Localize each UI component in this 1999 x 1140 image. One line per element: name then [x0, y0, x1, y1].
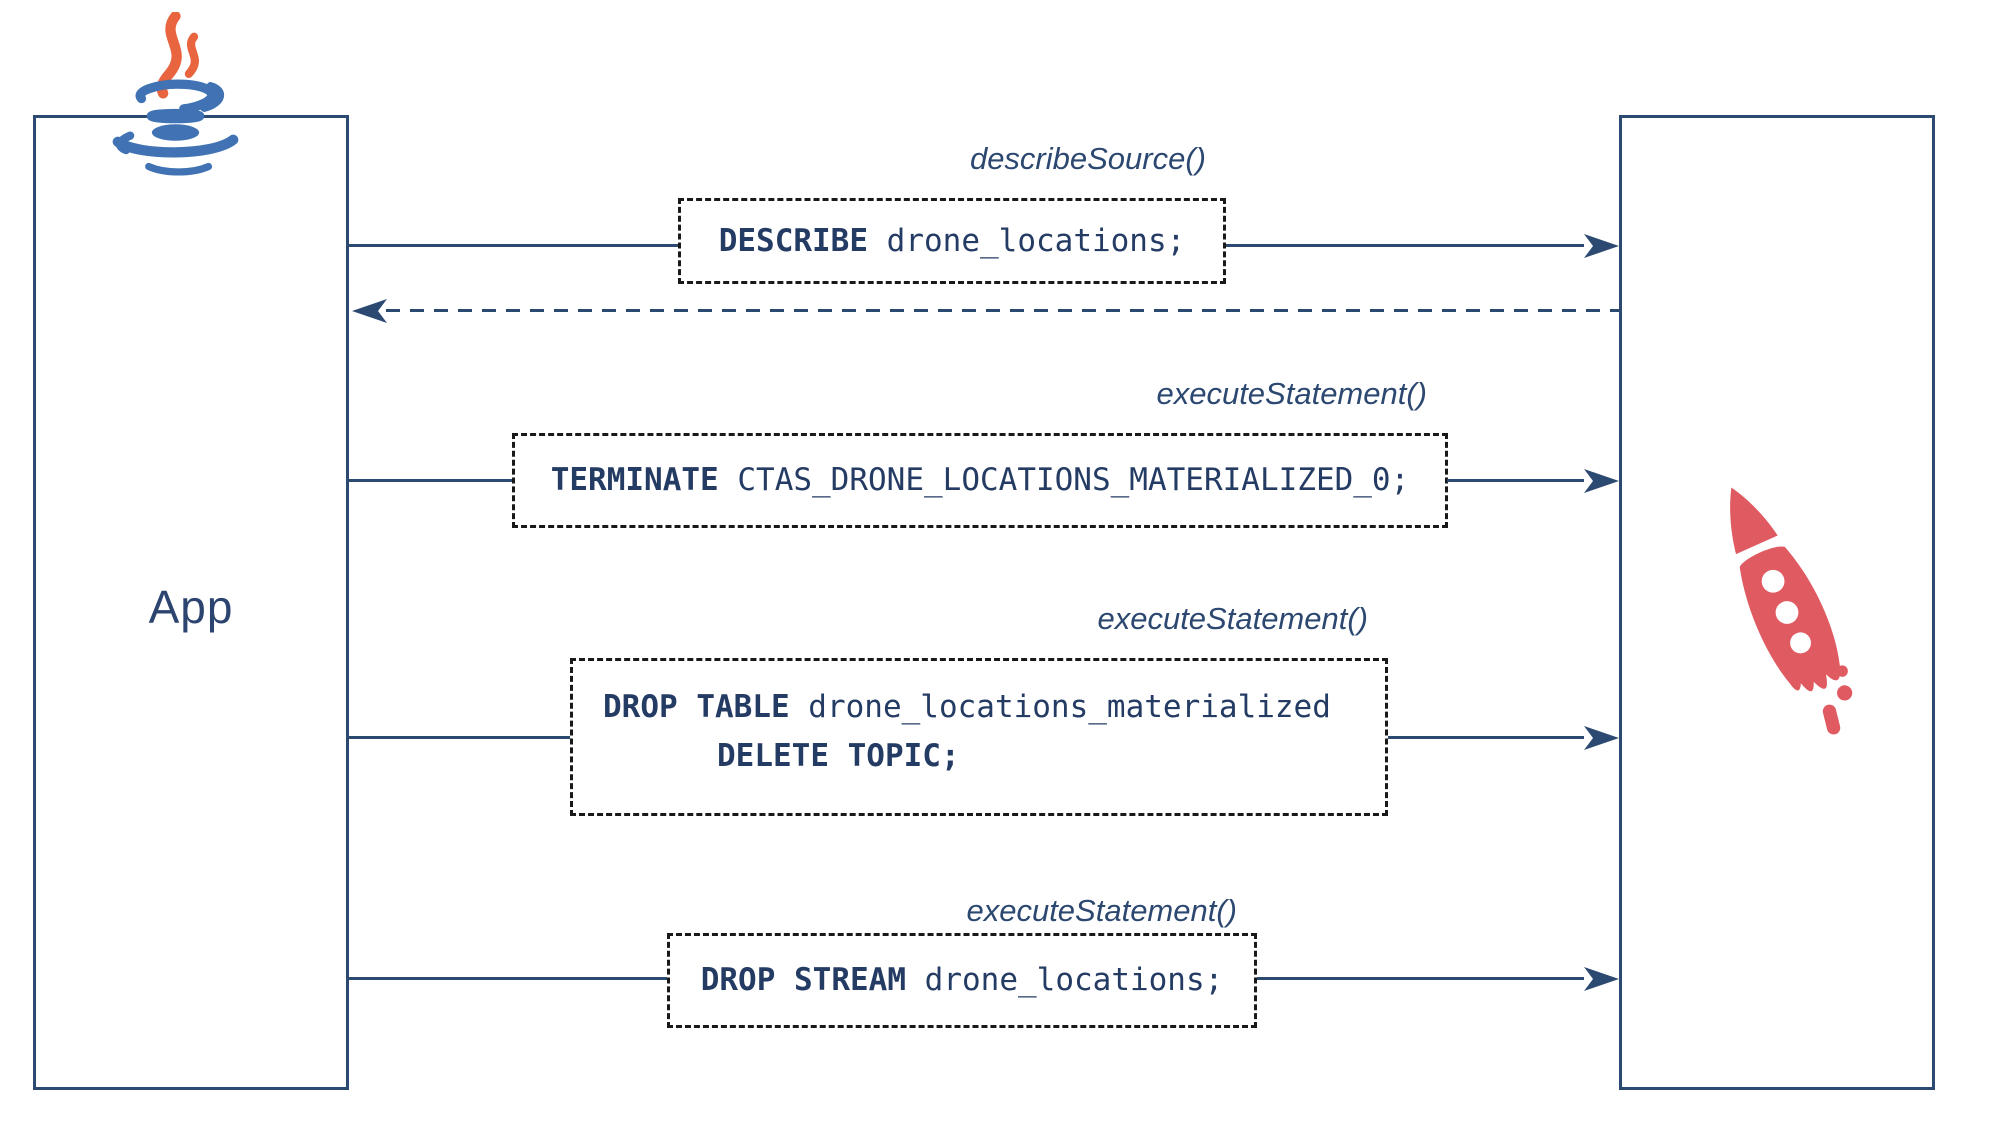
actor-ksqldb-box: [1619, 115, 1935, 1090]
sql-keyword: TERMINATE: [550, 462, 719, 498]
sql-keyword: DELETE TOPIC;: [717, 738, 960, 774]
arrow-line: [349, 479, 512, 482]
java-cup-band: [146, 108, 205, 124]
arrow-line: [349, 977, 667, 980]
sql-argument: drone_locations_materialized: [789, 689, 1331, 725]
arrowhead-right-icon: [1584, 234, 1619, 258]
java-cup-rim: [135, 79, 217, 114]
sql-statement-box-drop-stream: DROP STREAM drone_locations;: [667, 933, 1257, 1028]
ksqldb-rocket-icon: [1730, 487, 1853, 735]
rocket-group: [1730, 487, 1853, 735]
rocket-flame-capsule: [1822, 704, 1841, 735]
arrowhead-left-icon: [352, 299, 387, 323]
return-arrow-line: [386, 309, 1619, 312]
java-cup-base: [151, 124, 200, 141]
rocket-window-2: [1775, 601, 1799, 624]
rocket-flame-dot-2: [1836, 665, 1848, 677]
sql-argument: drone_locations;: [906, 962, 1224, 998]
sql-statement-box-terminate: TERMINATE CTAS_DRONE_LOCATIONS_MATERIALI…: [512, 433, 1448, 528]
arrowhead-right-icon: [1584, 967, 1619, 991]
arrow-line: [1257, 977, 1584, 980]
method-label-execute-statement: executeStatement(): [1097, 601, 1368, 636]
sql-statement: DELETE TOPIC;: [717, 732, 960, 781]
sql-statement: DROP TABLE drone_locations_materialized: [603, 683, 1331, 732]
sql-keyword: DROP STREAM: [700, 962, 907, 998]
java-flame-small: [184, 32, 199, 78]
method-label-execute-statement: executeStatement(): [1156, 376, 1427, 411]
method-label-execute-statement: executeStatement(): [966, 893, 1237, 928]
arrow-line: [1226, 244, 1584, 247]
java-saucer-tip: [116, 131, 135, 155]
arrow-line: [1447, 479, 1584, 482]
java-icon: [112, 12, 239, 176]
sql-argument: drone_locations;: [868, 222, 1186, 259]
sql-statement: TERMINATE CTAS_DRONE_LOCATIONS_MATERIALI…: [551, 456, 1410, 505]
sql-statement-box-describe: DESCRIBE drone_locations;: [678, 198, 1226, 284]
sql-statement: DROP STREAM drone_locations;: [701, 956, 1224, 1005]
method-label-describe-source: describeSource(): [969, 141, 1206, 176]
sql-statement-box-drop-table: DROP TABLE drone_locations_materialized …: [570, 658, 1388, 816]
arrow-line: [349, 736, 570, 739]
sql-keyword: DROP TABLE: [603, 689, 790, 725]
arrow-line: [1388, 736, 1584, 739]
sql-statement: DESCRIBE drone_locations;: [719, 217, 1186, 266]
arrowhead-right-icon: [1584, 726, 1619, 750]
rocket-window-1: [1761, 569, 1785, 593]
java-underline-swoosh: [145, 162, 213, 176]
sql-keyword: DESCRIBE: [718, 222, 869, 259]
rocket-window-3: [1790, 632, 1811, 654]
arrowhead-right-icon: [1584, 469, 1619, 493]
arrow-line: [349, 244, 678, 247]
actor-app-label: App: [148, 581, 234, 633]
java-cup-handle: [200, 82, 224, 112]
sql-argument: CTAS_DRONE_LOCATIONS_MATERIALIZED_0;: [718, 462, 1410, 498]
rocket-nose-cone: [1730, 487, 1778, 555]
rocket-flame-dot-1: [1837, 685, 1853, 701]
java-saucer-swoosh: [112, 134, 239, 158]
